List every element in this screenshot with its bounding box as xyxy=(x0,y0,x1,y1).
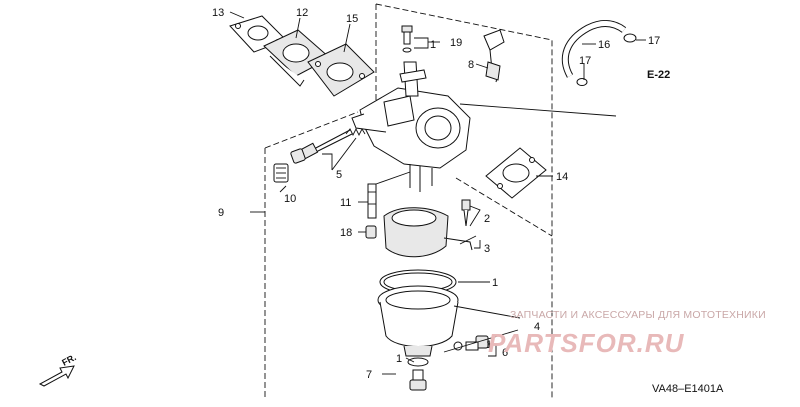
clip-17 xyxy=(576,33,637,86)
pilot-screw-5 xyxy=(299,127,366,160)
float-3 xyxy=(383,207,473,258)
callout-17-lower: 17 xyxy=(579,55,591,67)
choke-lever-8 xyxy=(483,29,505,83)
diagram-code: VA48–E1401A xyxy=(652,383,724,395)
callout-6: 6 xyxy=(502,347,508,359)
callout-14: 14 xyxy=(556,171,568,183)
watermark-brand: PARTSFOR.RU xyxy=(488,328,685,358)
callout-13: 13 xyxy=(212,7,224,19)
callout-15: 15 xyxy=(346,13,358,25)
assembly-frame xyxy=(264,3,553,400)
callout-9: 9 xyxy=(218,207,224,219)
callout-16: 16 xyxy=(598,39,610,51)
callout-1-ring: 1 xyxy=(492,277,498,289)
callout-1-bolt: 1 xyxy=(396,353,402,365)
carburetor-body xyxy=(351,61,471,192)
callout-19: 19 xyxy=(450,37,462,49)
callout-12: 12 xyxy=(296,7,308,19)
callout-17-right: 17 xyxy=(648,35,660,47)
bolt-7 xyxy=(407,357,429,391)
drain-screw-6 xyxy=(453,335,489,351)
callout-5: 5 xyxy=(336,169,342,181)
leader-lines xyxy=(229,11,646,375)
callout-7: 7 xyxy=(366,369,372,381)
screw-19 xyxy=(401,25,413,53)
front-direction-indicator: FR. xyxy=(38,352,78,387)
jet-18 xyxy=(365,225,377,239)
fuel-tube-16 xyxy=(561,20,627,78)
callout-2: 2 xyxy=(484,213,490,225)
watermark-tagline: ЗАПЧАСТИ И АКСЕССУАРЫ ДЛЯ МОТОТЕХНИКИ xyxy=(510,309,766,321)
float-chamber-4 xyxy=(377,285,459,357)
float-valve-2 xyxy=(459,199,477,245)
callout-4: 4 xyxy=(534,321,540,333)
watermark: ЗАПЧАСТИ И АКСЕССУАРЫ ДЛЯ МОТОТЕХНИКИ PA… xyxy=(488,309,766,358)
main-jet-11 xyxy=(367,183,377,219)
reference-e22: E-22 xyxy=(647,69,670,81)
callout-1-drain: 1 xyxy=(486,339,492,351)
callout-1-top: 1 xyxy=(430,39,436,51)
front-label: FR. xyxy=(60,352,77,368)
gasket-15 xyxy=(307,43,375,97)
callout-8: 8 xyxy=(468,59,474,71)
callout-labels: 13 12 15 1 19 8 16 17 17 E-22 14 5 9 10 … xyxy=(212,7,670,381)
gasket-14 xyxy=(485,147,547,199)
bolt-10 xyxy=(273,148,306,183)
callout-10: 10 xyxy=(284,193,296,205)
callout-3: 3 xyxy=(484,243,490,255)
callout-11: 11 xyxy=(340,197,351,209)
callout-18: 18 xyxy=(340,227,352,239)
